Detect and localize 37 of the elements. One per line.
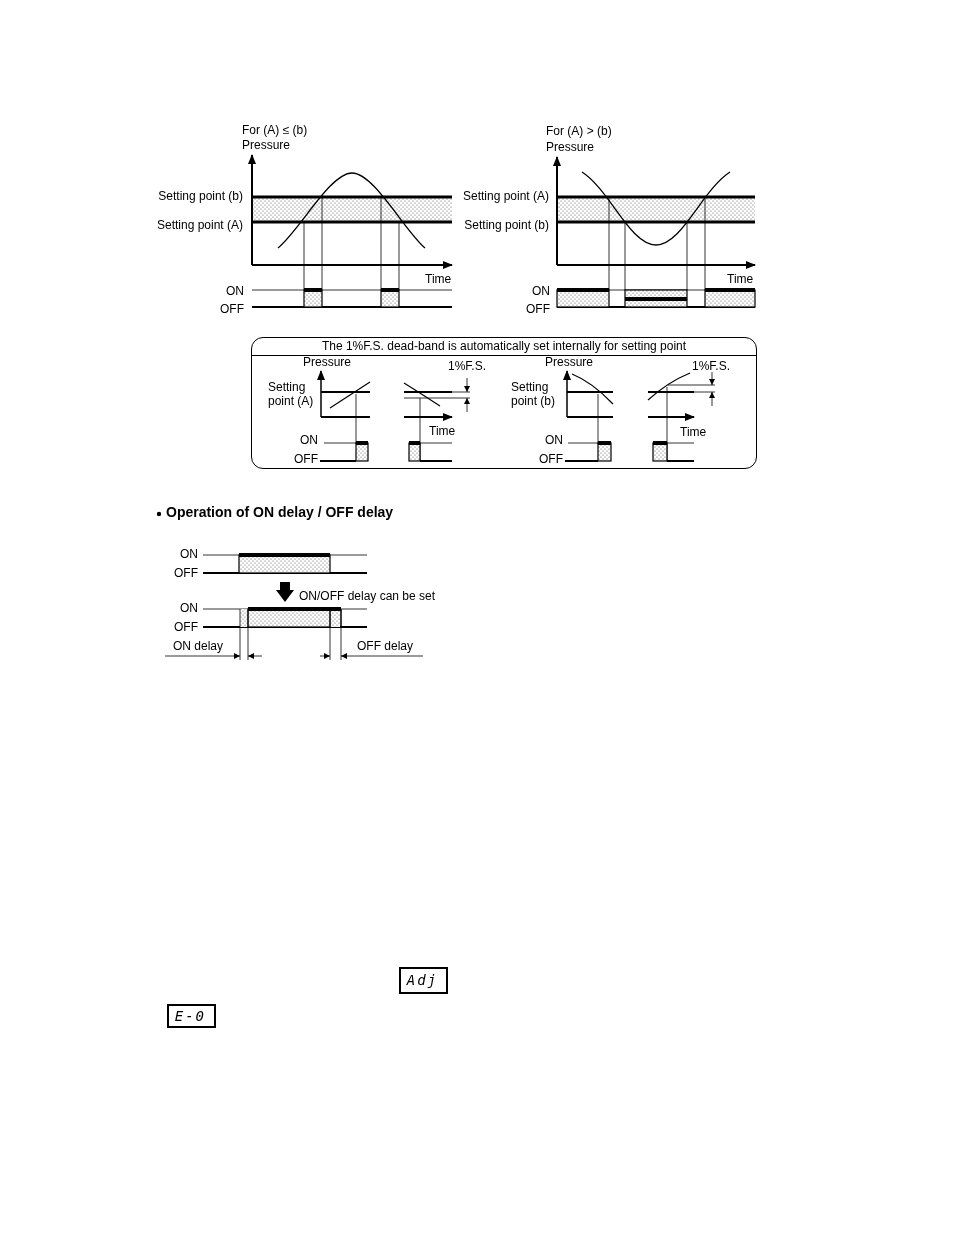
state-label: OFF xyxy=(538,452,563,466)
state-label: ON xyxy=(299,433,318,447)
chart-condition: For (A) ≤ (b) xyxy=(242,123,308,137)
dimension-label: ON delay xyxy=(173,639,224,653)
state-label: OFF xyxy=(293,452,318,466)
state-label: OFF xyxy=(173,566,198,580)
state-label: ON xyxy=(225,284,244,298)
state-label: OFF xyxy=(525,302,550,316)
state-label: ON xyxy=(531,284,550,298)
setpoint-label: Setting point (A) xyxy=(268,380,315,408)
section-heading: Operation of ON delay / OFF delay xyxy=(166,505,394,519)
note: ON/OFF delay can be set xyxy=(299,589,436,603)
axis-label: Time xyxy=(727,272,754,286)
setpoint-label: Setting point (A) xyxy=(461,189,549,203)
setpoint-label: Setting point (b) xyxy=(157,189,243,203)
dimension-label: 1%F.S. xyxy=(692,359,730,373)
state-label: ON xyxy=(179,601,198,615)
state-label: OFF xyxy=(173,620,198,634)
state-label: OFF xyxy=(219,302,244,316)
lcd-display: E-0 xyxy=(167,1004,216,1028)
axis-label: Time xyxy=(425,272,452,286)
chart-condition: For (A) > (b) xyxy=(546,124,612,138)
panel-heading: The 1%F.S. dead-band is automatically set internally for setting point xyxy=(252,338,756,356)
setpoint-label: Setting point (b) xyxy=(511,380,557,408)
setpoint-label: Setting point (b) xyxy=(463,218,549,232)
axis-label: Pressure xyxy=(546,140,595,154)
axis-label: Pressure xyxy=(545,355,594,369)
dimension-label: 1%F.S. xyxy=(448,359,486,373)
axis-label: Pressure xyxy=(242,138,291,152)
state-label: ON xyxy=(179,547,198,561)
lcd-display: Adj xyxy=(399,967,448,994)
state-label: ON xyxy=(544,433,563,447)
axis-label: Pressure xyxy=(303,355,352,369)
dimension-label: OFF delay xyxy=(357,639,413,653)
axis-label: Time xyxy=(680,425,707,439)
setpoint-label: Setting point (A) xyxy=(155,218,243,232)
axis-label: Time xyxy=(429,424,456,438)
